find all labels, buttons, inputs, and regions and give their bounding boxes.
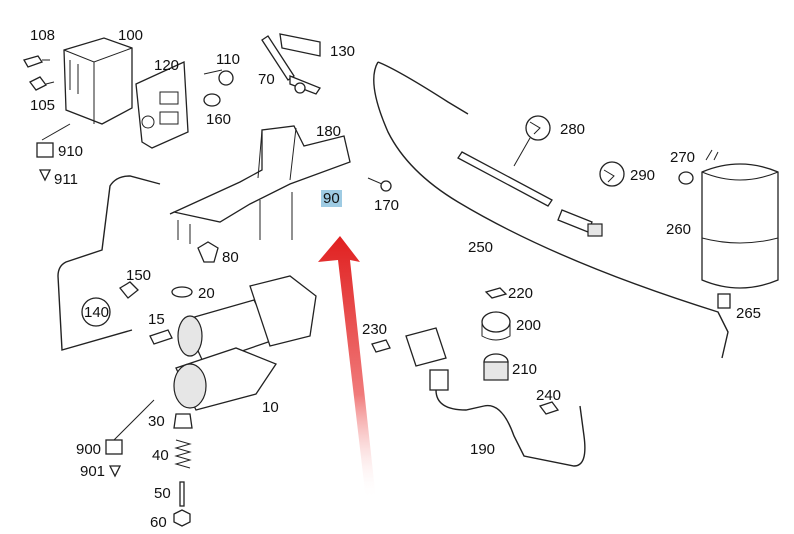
strap-70-icon: [261, 35, 321, 95]
control-module-100-icon: [63, 37, 133, 125]
label-910: 910: [58, 143, 84, 160]
label-108: 108: [30, 27, 56, 44]
label-280: 280: [560, 121, 586, 138]
label-240: 240: [536, 387, 562, 404]
pipe-140-icon: [57, 175, 161, 351]
connector-910-icon: [36, 142, 54, 158]
nut-30-icon: [173, 413, 193, 429]
label-20: 20: [198, 285, 215, 302]
label-150: 150: [126, 267, 152, 284]
label-120: 120: [154, 57, 180, 74]
bracket-120-icon: [135, 61, 189, 149]
pointer-arrow-icon: [318, 236, 376, 500]
spring-40-icon: [174, 439, 192, 469]
label-80: 80: [222, 249, 239, 266]
screw-110-icon: [203, 69, 234, 86]
label-180: 180: [316, 123, 342, 140]
label-140: 140: [84, 304, 110, 321]
label-170: 170: [374, 197, 400, 214]
wrench-280-icon: [513, 115, 551, 167]
bolt-50-icon: [179, 481, 185, 507]
label-250: 250: [468, 239, 494, 256]
label-265: 265: [736, 305, 762, 322]
label-90-highlighted: 90: [321, 190, 342, 207]
clamp-150-icon: [119, 281, 139, 299]
label-10: 10: [262, 399, 279, 416]
washer-20-icon: [171, 286, 193, 298]
sensor-105-icon: [29, 76, 55, 91]
nut-60-icon: [173, 509, 191, 527]
label-230: 230: [362, 321, 388, 338]
label-100: 100: [118, 27, 144, 44]
label-911: 911: [54, 171, 78, 188]
label-70: 70: [258, 71, 275, 88]
bolt-170-icon: [367, 177, 392, 192]
fitting-15-icon: [149, 329, 173, 345]
label-15: 15: [148, 311, 165, 328]
label-901: 901: [80, 463, 106, 480]
clip-130-icon: [279, 33, 321, 57]
clip-240-icon: [538, 401, 560, 415]
solenoid-200-icon: [481, 311, 511, 341]
label-160: 160: [206, 111, 232, 128]
label-270: 270: [670, 149, 696, 166]
label-900: 900: [76, 441, 102, 458]
label-210: 210: [512, 361, 538, 378]
compressor-10-icon: [173, 275, 317, 411]
clip-80-icon: [197, 241, 219, 263]
label-60: 60: [150, 514, 167, 531]
label-105: 105: [30, 97, 56, 114]
label-110: 110: [216, 51, 240, 68]
sensor-108-icon: [23, 55, 50, 68]
valve-270-icon: [678, 171, 694, 185]
label-200: 200: [516, 317, 542, 334]
label-190: 190: [470, 441, 496, 458]
line-250-icon: [373, 61, 729, 359]
pin-911-icon: [38, 169, 52, 182]
label-290: 290: [630, 167, 656, 184]
leader-910: [41, 123, 71, 141]
connector-900-icon: [105, 399, 155, 455]
wrench-290-icon: [599, 161, 625, 187]
bracket-90-icon: [169, 125, 351, 244]
reservoir-260-icon: [701, 149, 779, 289]
label-30: 30: [148, 413, 165, 430]
label-130: 130: [330, 43, 356, 60]
hose-190-icon: [405, 327, 586, 467]
fitting-265-icon: [717, 293, 731, 309]
label-220: 220: [508, 285, 534, 302]
label-260: 260: [666, 221, 692, 238]
bolt-230-icon: [371, 339, 391, 353]
grommet-160-icon: [203, 93, 221, 107]
label-40: 40: [152, 447, 169, 464]
rod-280-icon: [457, 151, 553, 207]
clip-220-icon: [484, 287, 508, 299]
fitting-290-icon: [557, 209, 603, 237]
label-50: 50: [154, 485, 171, 502]
pin-901-icon: [108, 465, 122, 478]
valve-210-icon: [483, 353, 509, 381]
